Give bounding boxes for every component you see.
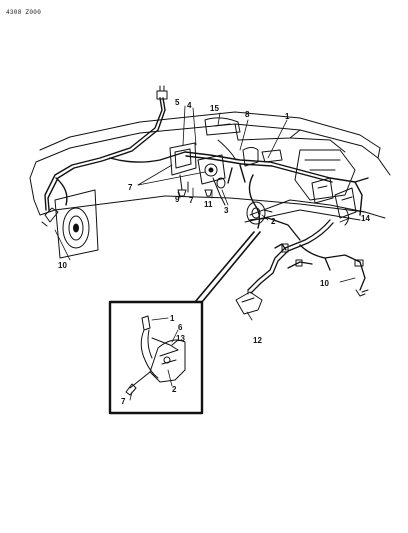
flasher-unit — [235, 289, 263, 315]
right-module — [311, 177, 357, 226]
callout-12: 12 — [253, 336, 262, 345]
leader-lines — [54, 105, 356, 401]
callout-2: 2 — [271, 217, 276, 226]
callout-3: 3 — [224, 206, 229, 215]
callout-9: 9 — [175, 195, 180, 204]
dashboard-outline — [29, 111, 391, 223]
main-harness — [44, 97, 369, 229]
callout-10a: 10 — [58, 261, 67, 270]
callout-14: 14 — [361, 214, 370, 223]
callout-7a: 7 — [128, 183, 133, 192]
upper-modules — [204, 117, 283, 167]
lower-right-harness — [247, 217, 366, 294]
top-connector — [156, 85, 168, 100]
right-harness-connectors — [281, 243, 369, 297]
callout-11: 11 — [204, 200, 213, 209]
callout-8: 8 — [245, 110, 250, 119]
callout-4: 4 — [187, 101, 192, 110]
center-components — [169, 142, 226, 206]
left-speaker — [41, 189, 99, 259]
inset-callout-2: 2 — [172, 385, 177, 394]
callout-7b: 7 — [189, 196, 194, 205]
callout-15: 15 — [210, 104, 219, 113]
inset-callout-7: 7 — [121, 397, 126, 406]
callout-1: 1 — [285, 112, 290, 121]
inset-pointer — [194, 231, 261, 303]
inset-callout-6: 6 — [178, 323, 183, 332]
callout-5: 5 — [175, 98, 180, 107]
callout-labels: 5 4 15 8 1 7 9 7 11 3 2 14 10 10 12 1 6 … — [58, 98, 370, 406]
callout-10b: 10 — [320, 279, 329, 288]
inset-callout-1: 1 — [170, 314, 175, 323]
horn-relay — [246, 201, 273, 225]
inset-callout-13: 13 — [176, 334, 185, 343]
diagram-code: 4308 Z000 — [6, 9, 42, 16]
inset-detail — [108, 300, 204, 415]
